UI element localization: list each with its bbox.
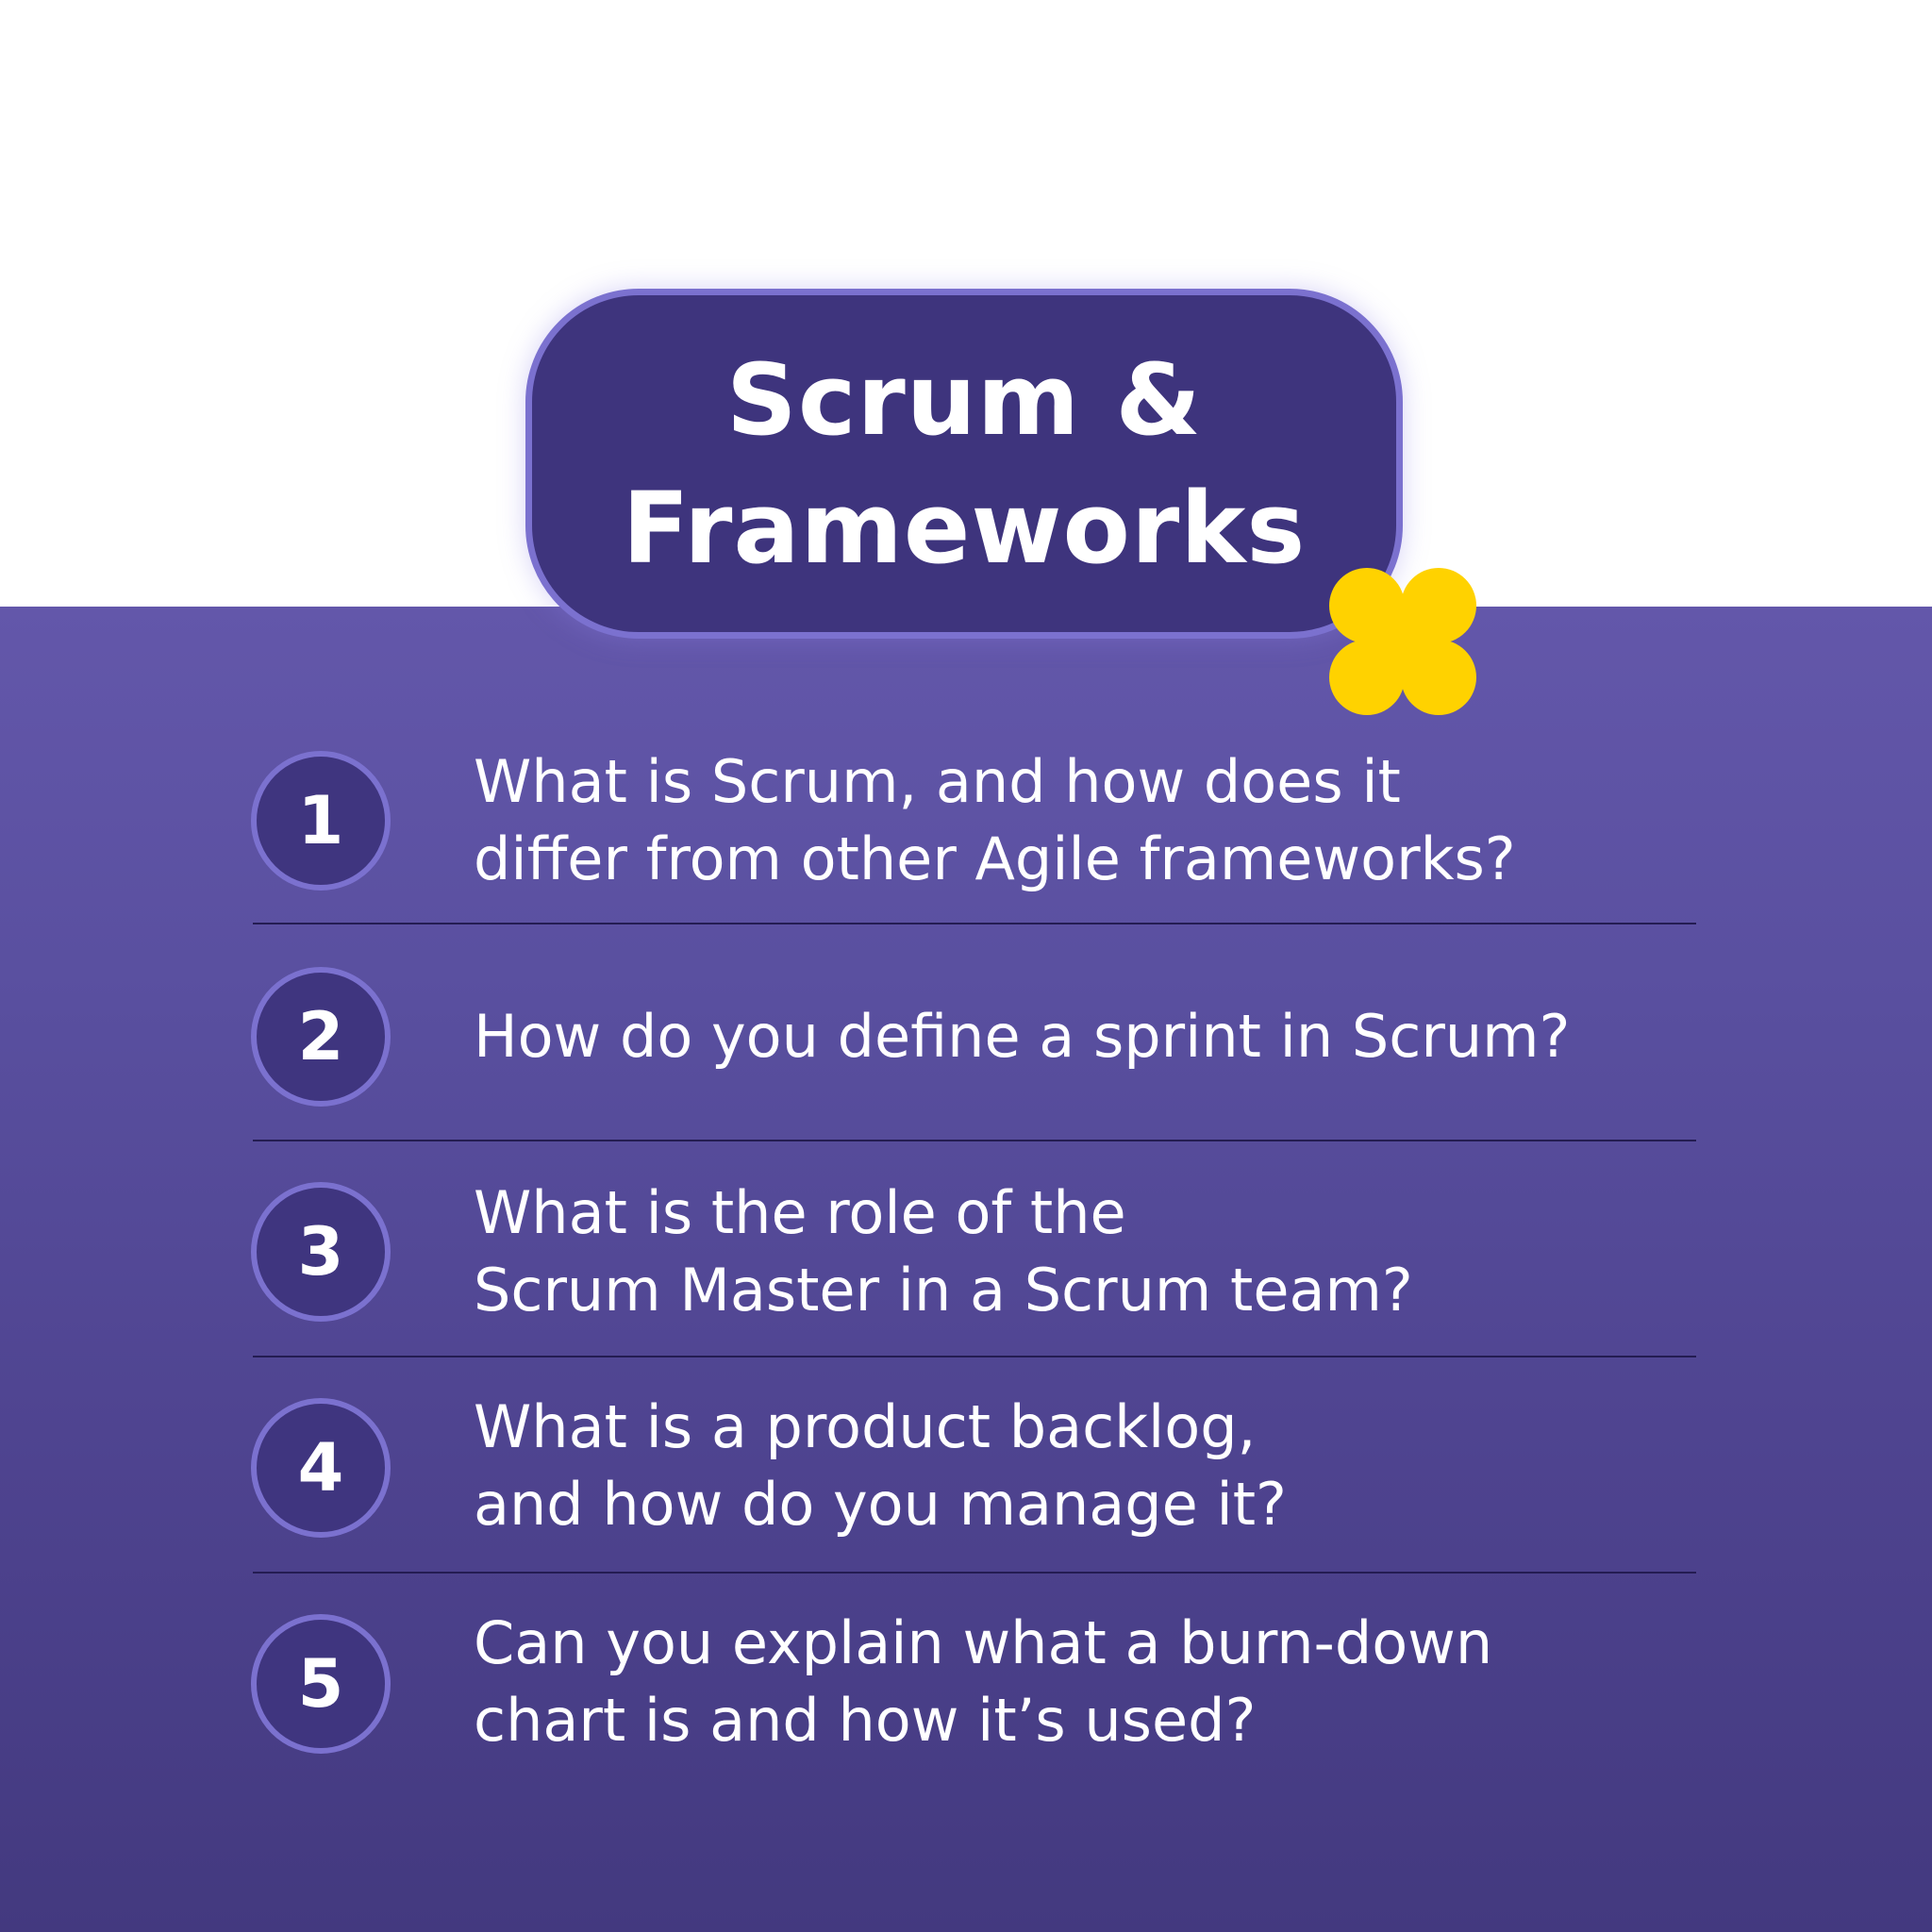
question-text-4: What is a product backlog, and how do yo…	[474, 1389, 1696, 1543]
divider	[253, 923, 1696, 924]
number-badge-5: 5	[251, 1614, 391, 1754]
divider	[253, 1572, 1696, 1574]
question-5-line-2: chart is and how it’s used?	[474, 1686, 1257, 1755]
title-box: Scrum & Frameworks	[525, 289, 1403, 639]
question-item-3: 3 What is the role of the Scrum Master i…	[251, 1178, 1696, 1324]
question-item-4: 4 What is a product backlog, and how do …	[251, 1392, 1696, 1539]
question-text-5: Can you explain what a burn-down chart i…	[474, 1605, 1696, 1759]
divider	[253, 1356, 1696, 1357]
question-item-5: 5 Can you explain what a burn-down chart…	[251, 1608, 1696, 1755]
question-4-line-2: and how do you manage it?	[474, 1470, 1287, 1539]
question-text-1: What is Scrum, and how does it differ fr…	[474, 743, 1696, 898]
flower-icon	[1329, 568, 1476, 715]
question-5-line-1: Can you explain what a burn-down	[474, 1608, 1493, 1677]
question-1-line-1: What is Scrum, and how does it	[474, 747, 1401, 816]
number-badge-3: 3	[251, 1182, 391, 1322]
question-3-line-2: Scrum Master in a Scrum team?	[474, 1256, 1413, 1324]
question-item-1: 1 What is Scrum, and how does it differ …	[251, 747, 1696, 893]
question-1-line-2: differ from other Agile frameworks?	[474, 824, 1516, 893]
question-item-2: 2 How do you define a sprint in Scrum?	[251, 967, 1696, 1107]
number-badge-1: 1	[251, 751, 391, 891]
question-3-line-1: What is the role of the	[474, 1178, 1126, 1247]
question-4-line-1: What is a product backlog,	[474, 1392, 1257, 1461]
question-2-line-1: How do you define a sprint in Scrum?	[474, 1002, 1571, 1071]
question-text-3: What is the role of the Scrum Master in …	[474, 1174, 1696, 1329]
number-badge-4: 4	[251, 1398, 391, 1538]
number-badge-2: 2	[251, 967, 391, 1107]
page-title-line-1: Scrum &	[725, 341, 1203, 458]
page-title-line-2: Frameworks	[622, 470, 1307, 586]
question-text-2: How do you define a sprint in Scrum?	[474, 998, 1696, 1075]
divider	[253, 1140, 1696, 1141]
